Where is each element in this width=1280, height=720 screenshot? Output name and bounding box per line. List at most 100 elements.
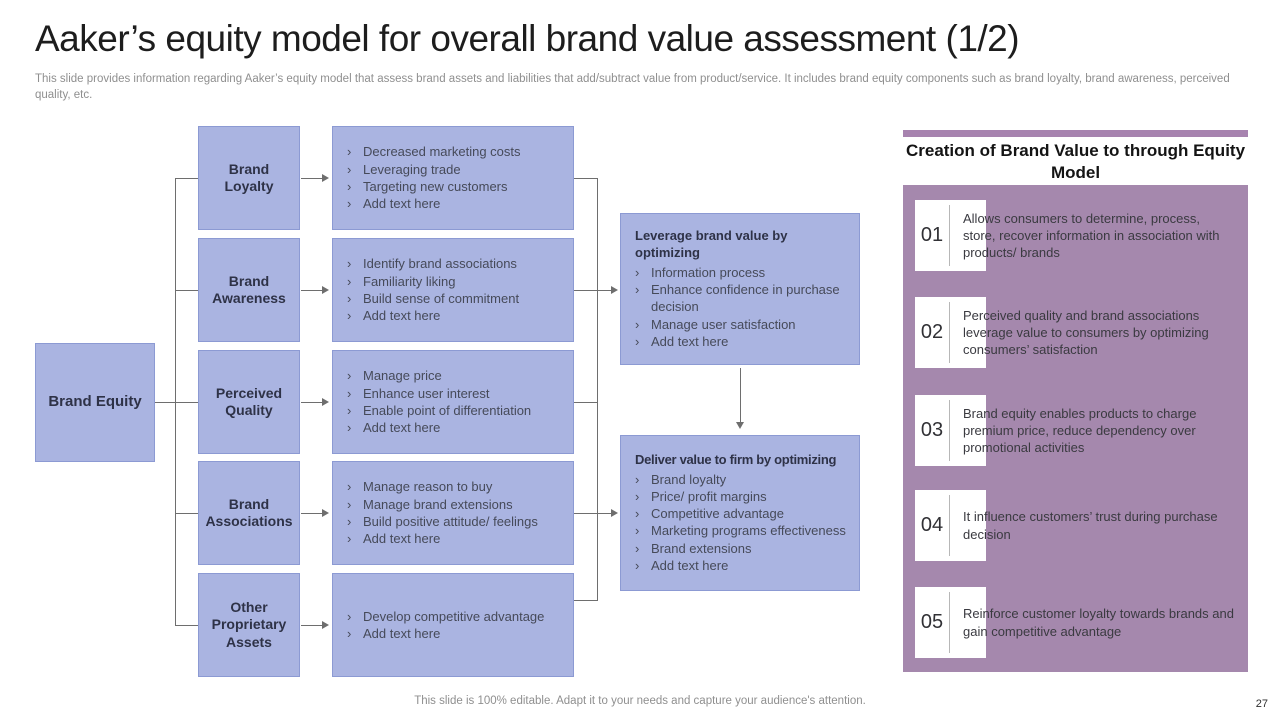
footer-note: This slide is 100% editable. Adapt it to…	[414, 695, 866, 707]
chevron-bullet-icon: ›	[347, 514, 352, 529]
chevron-bullet-icon: ›	[347, 626, 352, 641]
bullet-item: ›Brand loyalty	[635, 471, 851, 488]
divider	[949, 400, 950, 461]
bullet-item: › Brand extensions	[635, 540, 851, 557]
chevron-bullet-icon: ›	[347, 256, 352, 272]
item-text: Brand equity enables products to charge …	[963, 405, 1197, 456]
bullet-text: Enhance confidence in purchase decision	[651, 281, 840, 315]
arrow-line	[301, 625, 322, 626]
divider	[949, 495, 950, 556]
bullet-text: Brand extensions	[651, 540, 752, 556]
bullet-text: Manage user satisfaction	[651, 316, 796, 332]
bullet-item: ›Add text here	[347, 530, 567, 547]
bullet-item: ›Leveraging trade	[347, 161, 567, 178]
bullet-item: ›Manage price	[347, 367, 567, 384]
chevron-bullet-icon: ›	[347, 291, 352, 306]
divider	[949, 592, 950, 653]
bullet-text: Enhance user interest	[363, 385, 490, 401]
down-arrow-line	[740, 368, 741, 423]
category-label: Other Proprietary Assets	[211, 598, 287, 650]
bullet-list: ›Decreased marketing costs›Leveraging tr…	[347, 143, 567, 212]
connector-line	[175, 625, 198, 626]
bullet-text: Add text here	[363, 308, 441, 324]
bullet-item: ›Information process	[635, 264, 851, 281]
bullet-text: Familiarity liking	[363, 273, 456, 289]
flow-box-title: Leverage brand value by optimizing	[635, 227, 788, 260]
category-label: Brand Awareness	[212, 272, 286, 307]
bullet-list: ›Information process›Enhance confidence …	[635, 264, 851, 350]
bullet-item: ›Targeting new customers	[347, 178, 567, 195]
chevron-bullet-icon: ›	[347, 531, 352, 547]
bullet-item: ›Add text here	[347, 419, 567, 436]
bullet-text: Manage price	[363, 368, 442, 384]
bullet-item: › Identify brand associations	[347, 255, 567, 272]
bullet-item: ›Marketing programs effectiveness	[635, 522, 851, 539]
arrow-line	[574, 513, 611, 514]
number-box: 05	[915, 587, 986, 658]
bullet-text: Add text here	[651, 558, 729, 573]
chevron-bullet-icon: ›	[347, 496, 352, 512]
page-subtitle: This slide provides information regardin…	[35, 73, 1230, 102]
bullet-item: ›Competitive advantage	[635, 505, 851, 522]
bullet-list: ›Manage price›Enhance user interest›Enab…	[347, 367, 567, 436]
item-number: 04	[920, 514, 944, 536]
detail-box-other-proprietary-assets: › Develop competitive advantage › Add text …	[332, 573, 574, 677]
bullet-item: ›Decreased marketing costs	[347, 143, 567, 160]
chevron-bullet-icon: ›	[347, 420, 352, 436]
chevron-bullet-icon: ›	[635, 488, 640, 504]
bullet-list: › Manage reason to buy › Manage brand exten…	[347, 478, 567, 547]
bullet-item: › Add text here	[635, 557, 851, 574]
chevron-bullet-icon: ›	[347, 273, 352, 289]
connector-line	[574, 402, 597, 403]
item-number: 02	[920, 321, 944, 343]
chevron-bullet-icon: ›	[635, 333, 640, 349]
arrow-line	[301, 290, 322, 291]
deliver-value-box: Deliver value to firm by optimizing ›Bra…	[620, 435, 860, 591]
arrow-line	[301, 402, 322, 403]
connector-line	[175, 290, 198, 291]
arrow-right-icon	[322, 621, 329, 629]
panel-item-05: 05 Reinforce customer loyalty towards br…	[915, 587, 1236, 658]
bullet-text: Decreased marketing costs	[363, 144, 521, 160]
number-box: 03	[915, 395, 986, 466]
arrow-right-icon	[322, 398, 329, 406]
chevron-bullet-icon: ›	[347, 179, 352, 194]
bullet-item: ›Price/ profit margins	[635, 488, 851, 505]
divider	[949, 205, 950, 266]
bullet-item: ›Add text here	[347, 195, 567, 212]
bullet-text: Build positive attitude/ feelings	[363, 514, 538, 529]
connector-line	[155, 402, 198, 403]
chevron-bullet-icon: ›	[347, 608, 352, 624]
bullet-text: Develop competitive advantage	[363, 608, 545, 624]
bullet-item: › Manage brand extensions	[347, 496, 567, 513]
bullet-text: Identify brand associations	[363, 256, 517, 272]
connector-line	[175, 513, 198, 514]
category-box-brand-associations: Brand Associations	[198, 461, 300, 565]
brand-equity-label: Brand Equity	[48, 393, 142, 411]
chevron-bullet-icon: ›	[347, 161, 352, 177]
bullet-list: › Identify brand associations › Familiarity…	[347, 255, 567, 324]
bullet-text: Manage reason to buy	[363, 479, 493, 495]
chevron-bullet-icon: ›	[635, 540, 640, 556]
arrow-right-icon	[611, 509, 618, 517]
category-label: Brand Associations	[205, 495, 293, 530]
number-box: 02	[915, 297, 986, 368]
bullet-item: ›Enable point of differentiation	[347, 402, 567, 419]
bullet-item: ›Add text here	[635, 333, 851, 350]
chevron-bullet-icon: ›	[347, 403, 352, 418]
bullet-text: Manage brand extensions	[363, 496, 513, 512]
chevron-bullet-icon: ›	[635, 558, 640, 573]
chevron-bullet-icon: ›	[635, 523, 640, 539]
number-box: 04	[915, 490, 986, 561]
arrow-right-icon	[322, 174, 329, 182]
chevron-bullet-icon: ›	[635, 281, 640, 297]
panel-title: Creation of Brand Value to through Equit…	[905, 141, 1246, 183]
bullet-item: ›Manage user satisfaction	[635, 316, 851, 333]
bullet-item: › Familiarity liking	[347, 273, 567, 290]
panel-accent-bar	[903, 130, 1248, 137]
bullet-text: Add text here	[363, 626, 441, 641]
connector-line	[175, 178, 198, 179]
arrow-line	[301, 513, 322, 514]
bullet-list: ›Brand loyalty›Price/ profit margins›Com…	[635, 471, 851, 575]
item-text: It influence customers’ trust during pur…	[963, 509, 1218, 542]
